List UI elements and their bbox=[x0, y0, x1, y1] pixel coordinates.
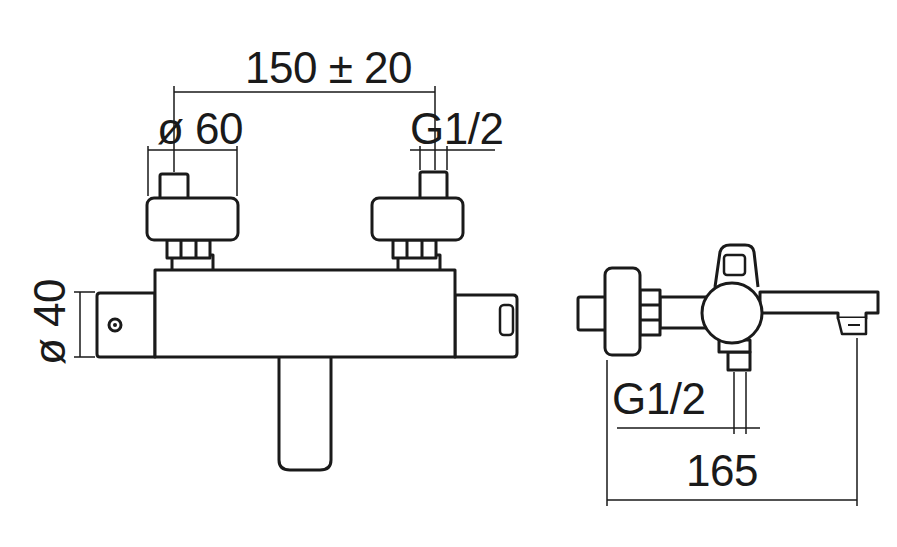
dimension-label: ø 60 bbox=[157, 107, 243, 151]
outlet-detail bbox=[848, 324, 860, 326]
dimension-label: G1/2 bbox=[410, 107, 503, 151]
knob-marker bbox=[109, 319, 121, 331]
knob-grip bbox=[500, 305, 513, 335]
left-knob bbox=[97, 293, 155, 357]
outlet-sleeve bbox=[728, 352, 750, 370]
cover-flange bbox=[372, 198, 463, 240]
cover-flange bbox=[147, 198, 238, 240]
spout-outlet bbox=[838, 318, 866, 334]
right-knob bbox=[455, 295, 517, 357]
handle-loop bbox=[715, 245, 758, 287]
mixer-body bbox=[702, 283, 762, 343]
hex-nut bbox=[640, 290, 660, 335]
knob-marker-dot bbox=[113, 323, 117, 327]
dimension-label: ø 40 bbox=[28, 279, 72, 365]
dimension-label: 150 ± 20 bbox=[245, 46, 412, 90]
dimension-line bbox=[607, 338, 857, 506]
handle-slot bbox=[724, 255, 745, 275]
side-view bbox=[578, 245, 878, 370]
dimension-line bbox=[74, 292, 95, 357]
cover-flange bbox=[605, 268, 640, 355]
hex-nut bbox=[393, 240, 436, 258]
dimension-label: G1/2 bbox=[612, 377, 705, 421]
hex-nut bbox=[167, 240, 210, 258]
dimension-label: 165 bbox=[686, 449, 758, 493]
spout bbox=[760, 292, 878, 318]
mixer-body bbox=[155, 270, 455, 357]
dimension-lines bbox=[74, 86, 857, 506]
spout bbox=[279, 345, 331, 470]
eccentric-stem bbox=[420, 172, 447, 200]
front-view bbox=[97, 172, 517, 470]
eccentric-stem bbox=[160, 174, 188, 200]
dimension-line bbox=[148, 146, 237, 196]
